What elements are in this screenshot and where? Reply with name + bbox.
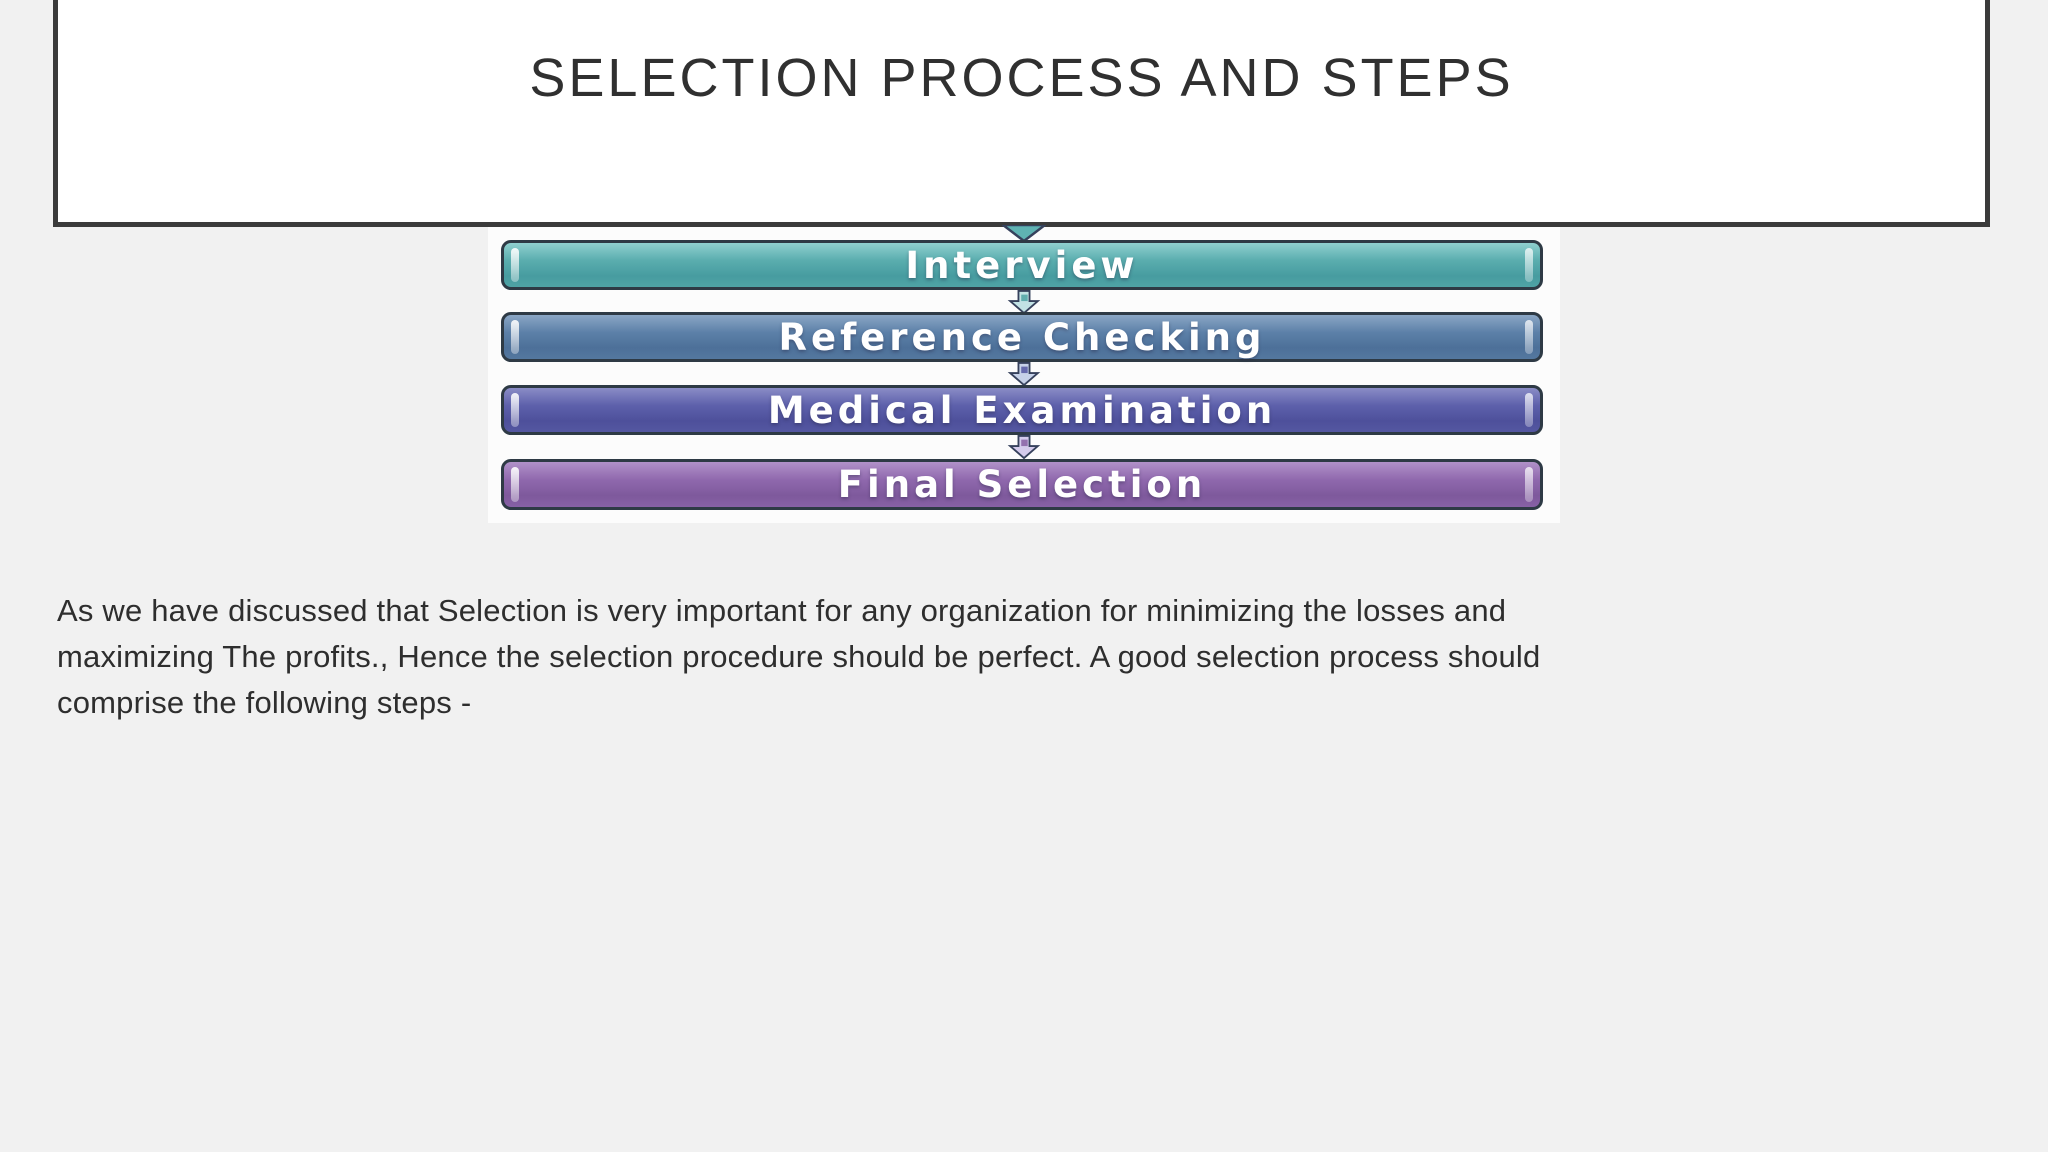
flow-step-interview: Interview: [501, 240, 1543, 290]
flow-step-reference-checking: Reference Checking: [501, 312, 1543, 362]
paragraph-line: maximizing The profits., Hence the selec…: [57, 639, 1541, 674]
paragraph-line: comprise the following steps -: [57, 685, 472, 720]
flow-step-label: Medical Examination: [767, 388, 1277, 432]
slide-body-paragraph: As we have discussed that Selection is v…: [57, 588, 1957, 726]
flow-step-label: Reference Checking: [778, 315, 1266, 359]
slide-title-box: SELECTION PROCESS AND STEPS: [53, 0, 1990, 227]
flow-step-medical-examination: Medical Examination: [501, 385, 1543, 435]
down-arrow-icon: [1002, 225, 1046, 241]
flow-step-label: Final Selection: [837, 463, 1207, 506]
down-arrow-icon: [1007, 362, 1041, 386]
paragraph-line: As we have discussed that Selection is v…: [57, 593, 1507, 628]
selection-process-flowchart-image: Interview Reference Checking Medical Exa…: [488, 225, 1560, 523]
down-arrow-icon: [1007, 290, 1041, 314]
slide-title: SELECTION PROCESS AND STEPS: [529, 48, 1514, 108]
flow-step-final-selection: Final Selection: [501, 459, 1543, 510]
down-arrow-icon: [1007, 435, 1041, 459]
flow-step-label: Interview: [905, 243, 1139, 287]
